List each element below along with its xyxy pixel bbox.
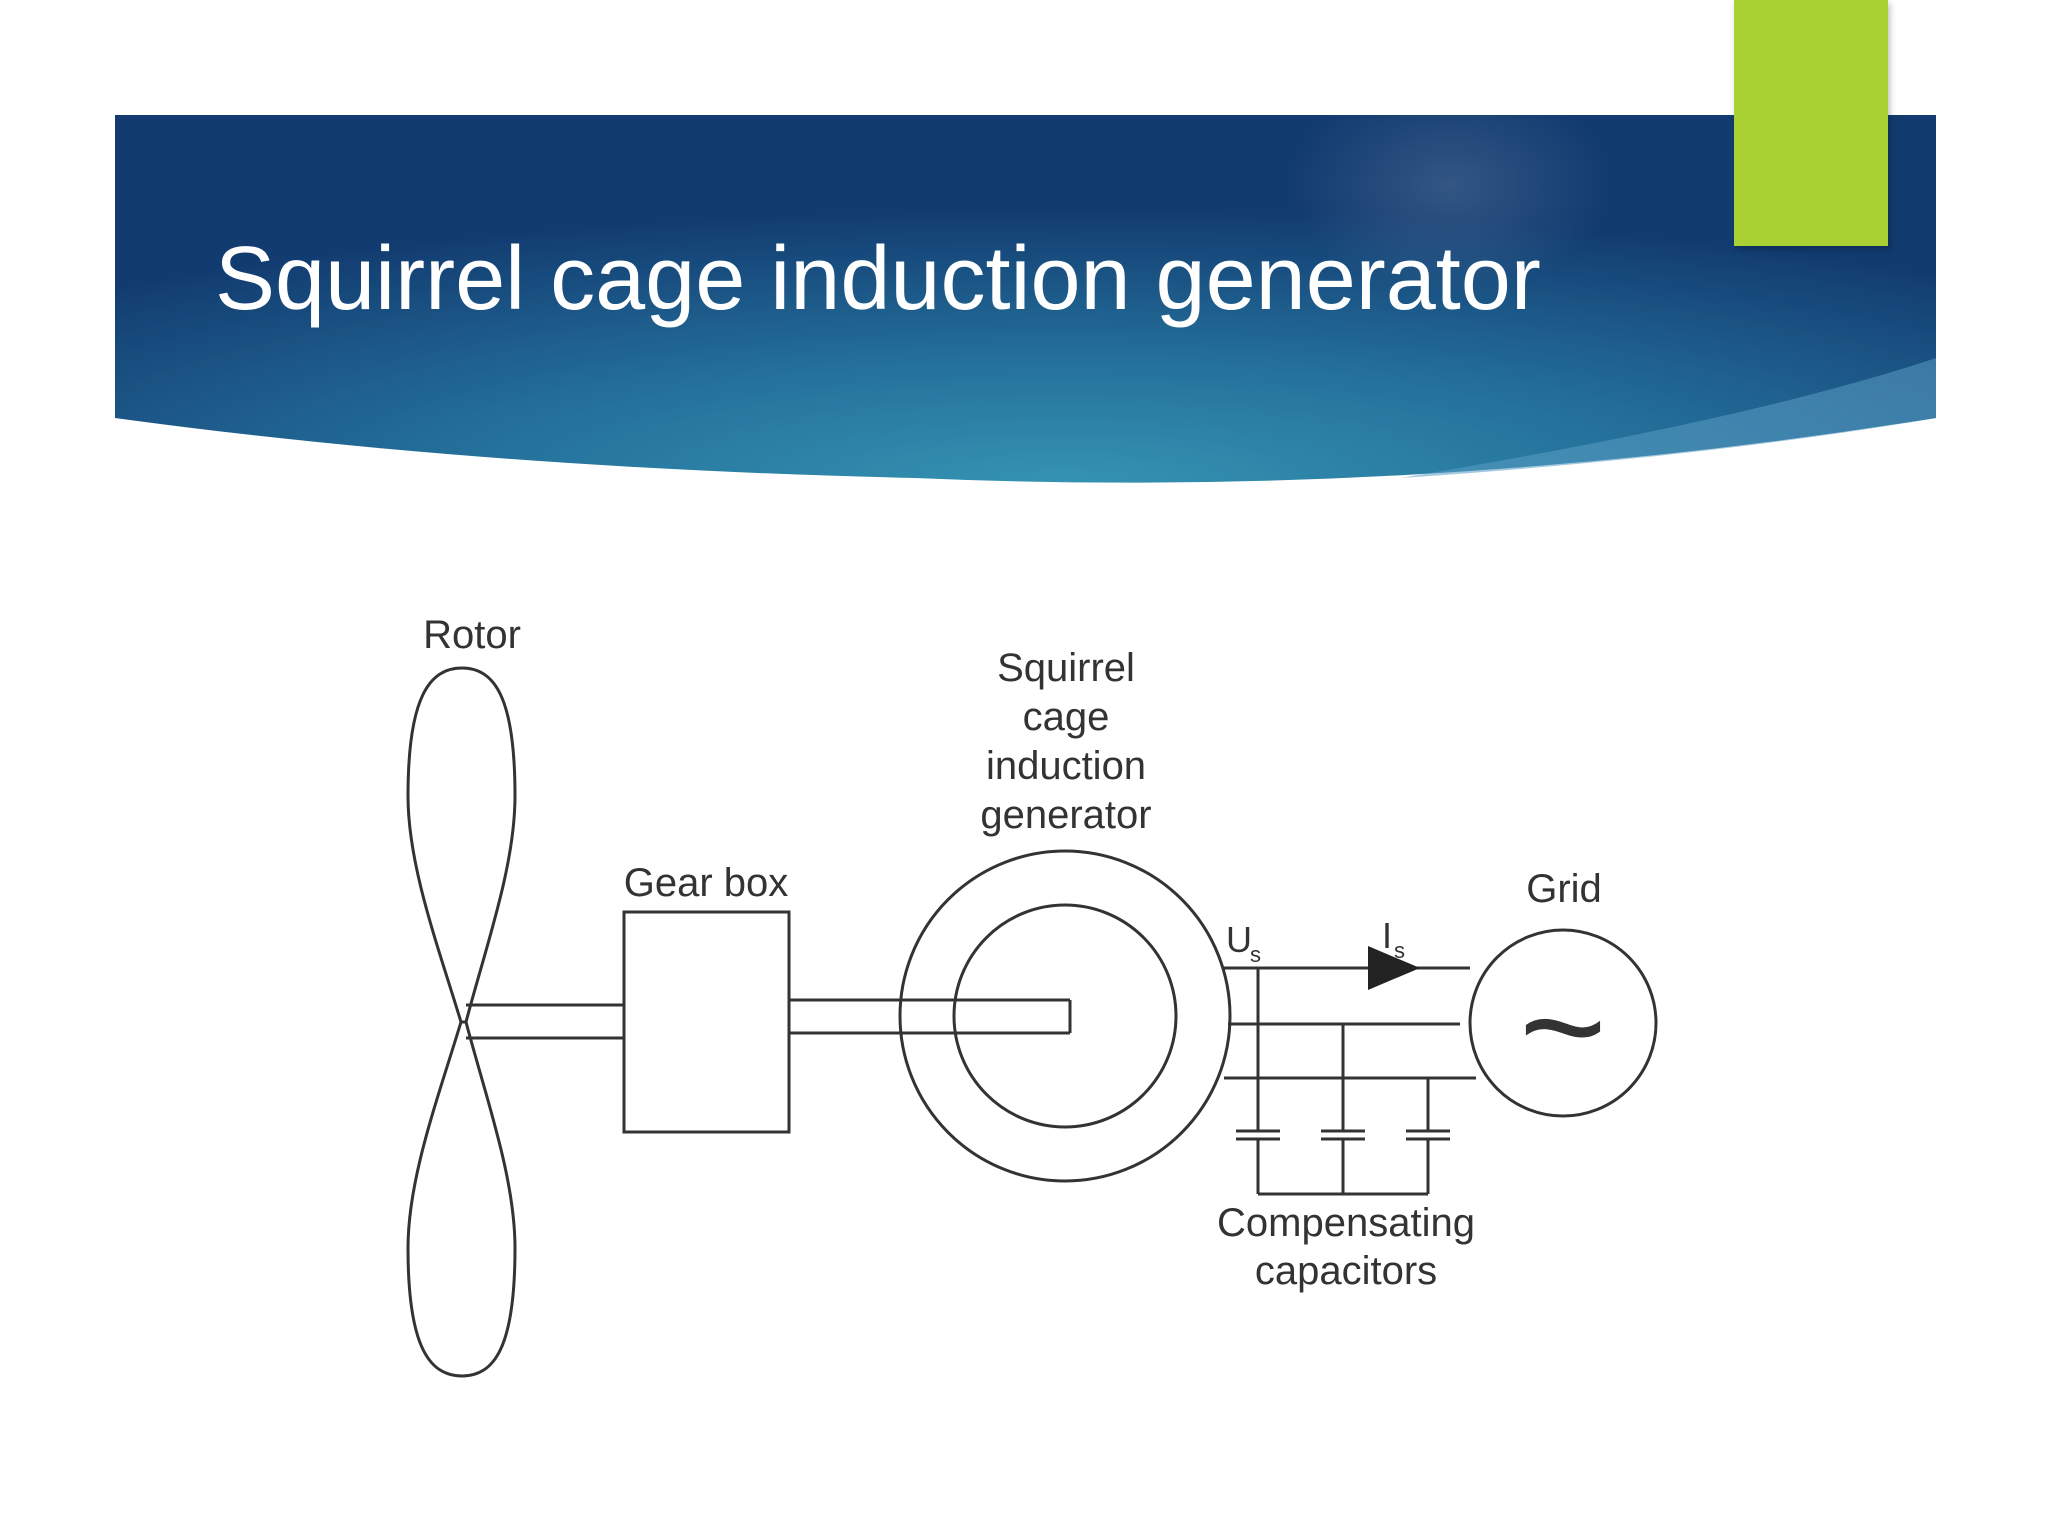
slide-title: Squirrel cage induction generator <box>215 229 1541 329</box>
rotor-blade-bottom <box>406 1020 517 1378</box>
capacitors-label-line-1: Compensating <box>1217 1201 1475 1245</box>
rotor-label: Rotor <box>423 613 521 657</box>
generator-label-line-1: Squirrel <box>997 646 1135 690</box>
grid-ac-symbol: ~ <box>1519 942 1607 1110</box>
capacitors-label-line-2: capacitors <box>1255 1249 1437 1293</box>
generator-label-line-4: generator <box>980 793 1151 837</box>
gear-box <box>622 910 791 1134</box>
generator-stator <box>898 849 1232 1183</box>
rotor-blade-top <box>406 666 517 1024</box>
generator-diagram: ~ Rotor Gear box Squirrel cage induction… <box>406 613 1658 1378</box>
current-subscript: s <box>1394 938 1405 963</box>
gear-box-label: Gear box <box>624 861 789 905</box>
banner-curve-highlight <box>1400 358 1936 478</box>
generator-label-line-2: cage <box>1023 695 1110 739</box>
banner-glow <box>1290 75 1610 295</box>
current-label: I <box>1382 915 1392 956</box>
voltage-subscript: s <box>1250 942 1261 967</box>
voltage-label: U <box>1226 919 1252 960</box>
current-arrow <box>1368 946 1420 990</box>
title-banner <box>115 75 1936 483</box>
grid-source <box>1468 928 1658 1118</box>
generator-label-line-3: induction <box>986 744 1146 788</box>
grid-label: Grid <box>1526 867 1602 911</box>
accent-tab <box>1734 0 1888 246</box>
generator-rotor <box>952 903 1178 1129</box>
